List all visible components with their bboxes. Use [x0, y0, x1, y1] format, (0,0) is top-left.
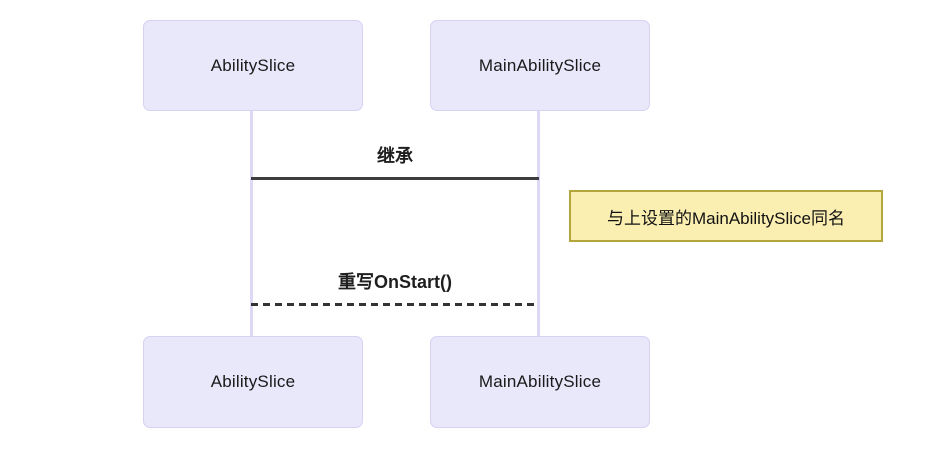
lifeline-abilityslice	[250, 110, 253, 338]
edge-override	[251, 303, 539, 306]
annotation-note-text: 与上设置的MainAbilitySlice同名	[606, 208, 846, 228]
node-label: AbilitySlice	[210, 372, 296, 391]
node-bottom-mainabilityslice[interactable]: MainAbilitySlice	[430, 336, 650, 428]
node-label: MainAbilitySlice	[478, 55, 602, 75]
node-top-abilityslice[interactable]: AbilitySlice	[143, 20, 363, 111]
node-top-mainabilityslice[interactable]: MainAbilitySlice	[430, 20, 650, 111]
node-label: MainAbilitySlice	[478, 372, 602, 391]
annotation-note: 与上设置的MainAbilitySlice同名	[569, 190, 883, 242]
edge-label-override: 重写OnStart()	[338, 272, 452, 292]
lifeline-mainabilityslice	[537, 110, 540, 338]
node-label: AbilitySlice	[210, 55, 296, 75]
node-bottom-abilityslice[interactable]: AbilitySlice	[143, 336, 363, 428]
edge-label-inheritance: 继承	[377, 146, 413, 166]
edge-inheritance	[251, 177, 539, 180]
